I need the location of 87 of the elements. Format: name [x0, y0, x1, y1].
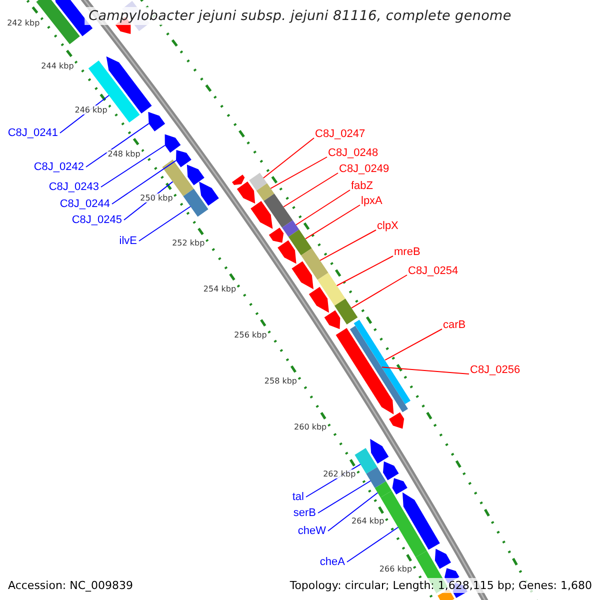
- scale-label: 264 kbp: [350, 516, 386, 526]
- scale-label: 250 kbp: [139, 194, 174, 203]
- gene-feature: [176, 150, 192, 168]
- gene-block: [366, 467, 386, 488]
- gene-label: C8J_0243: [48, 180, 99, 194]
- gene-feature: [199, 182, 219, 206]
- gene-block: [318, 272, 346, 306]
- gene-label: C8J_0241: [8, 126, 58, 140]
- gene-feature: [232, 174, 245, 185]
- leader-line: [320, 230, 376, 261]
- gene-feature: [392, 478, 408, 494]
- gene-block: [256, 183, 274, 201]
- gene-block: [354, 320, 410, 404]
- scale-label: 266 kbp: [378, 564, 414, 574]
- gene-block: [334, 298, 358, 324]
- gene-feature: [308, 286, 329, 313]
- gene-block: [354, 448, 378, 474]
- leader-line: [384, 328, 442, 361]
- gene-block: [264, 194, 293, 228]
- footer-text: Accession: NC_009839: [6, 578, 136, 593]
- gene-feature: [434, 548, 451, 569]
- gene-label: fabZ: [351, 179, 374, 193]
- gene-block: [183, 188, 208, 217]
- gene-label: carB: [443, 318, 466, 332]
- gene-label: C8J_0248: [328, 146, 378, 160]
- gene-feature: [336, 328, 394, 414]
- gene-label: C8J_0245: [72, 213, 122, 227]
- gene-block: [301, 248, 328, 280]
- gene-feature: [383, 461, 399, 480]
- leader-line: [100, 144, 166, 188]
- gene-block: [350, 326, 408, 412]
- leader-line: [328, 492, 378, 532]
- gene-label: C8J_0254: [408, 264, 458, 278]
- scale-label: 248 kbp: [106, 149, 142, 158]
- gene-block: [88, 60, 140, 122]
- gene-label: cheW: [298, 524, 326, 538]
- gene-label: serB: [293, 506, 316, 520]
- gene-block: [249, 172, 268, 191]
- leader-line: [318, 480, 372, 514]
- leader-line: [346, 526, 399, 562]
- gene-feature: [236, 182, 256, 204]
- scale-label: 262 kbp: [322, 469, 357, 478]
- gene-feature: [370, 438, 389, 464]
- gene-label: C8J_0249: [339, 162, 390, 176]
- gene-feature: [278, 240, 296, 264]
- gene-block: [374, 481, 392, 498]
- gene-label: cheA: [320, 555, 345, 569]
- gene-block: [288, 230, 312, 256]
- gene-feature: [164, 134, 181, 153]
- gene-feature: [148, 112, 166, 132]
- leader-line: [336, 256, 394, 286]
- gene-feature: [250, 201, 273, 229]
- leader-line: [295, 190, 350, 226]
- leader-line: [283, 172, 338, 208]
- gene-label: C8J_0244: [60, 197, 110, 211]
- gene-label: tal: [292, 490, 304, 504]
- scale-label: 242 kbp: [6, 18, 41, 28]
- leader-line: [112, 160, 176, 204]
- gene-label: ilvE: [119, 234, 137, 248]
- leader-line: [262, 138, 314, 178]
- gene-feature: [324, 310, 340, 330]
- leader-line: [86, 123, 150, 168]
- leader-line: [381, 366, 470, 374]
- gene-label: C8J_0247: [315, 127, 366, 141]
- scale-label: 244 kbp: [40, 62, 75, 71]
- scale-label: 260 kbp: [293, 422, 328, 432]
- scale-label: 254 kbp: [202, 284, 238, 294]
- footer-text: Topology: circular; Length: 1,628,115 bp; Genes: 1,680: [288, 578, 594, 593]
- gene-label: C8J_0256: [470, 363, 520, 377]
- leader-line: [138, 206, 191, 242]
- scale-label: 258 kbp: [263, 376, 298, 386]
- leader-line: [270, 156, 328, 189]
- leader-line: [351, 274, 408, 308]
- leader-line: [304, 204, 360, 240]
- gene-feature: [292, 261, 314, 290]
- gene-block: [282, 220, 300, 237]
- gene-label: clpX: [377, 219, 398, 233]
- gene-label: mreB: [394, 245, 420, 259]
- gene-label: lpxA: [361, 194, 382, 208]
- scale-label: 252 kbp: [171, 238, 206, 248]
- scale-label: 246 kbp: [74, 105, 108, 114]
- gene-label: C8J_0242: [34, 160, 84, 174]
- gene-feature: [106, 56, 152, 114]
- scale-label: 256 kbp: [233, 330, 268, 340]
- gene-feature: [402, 492, 440, 550]
- gene-feature: [186, 164, 204, 186]
- gene-feature: [389, 412, 404, 429]
